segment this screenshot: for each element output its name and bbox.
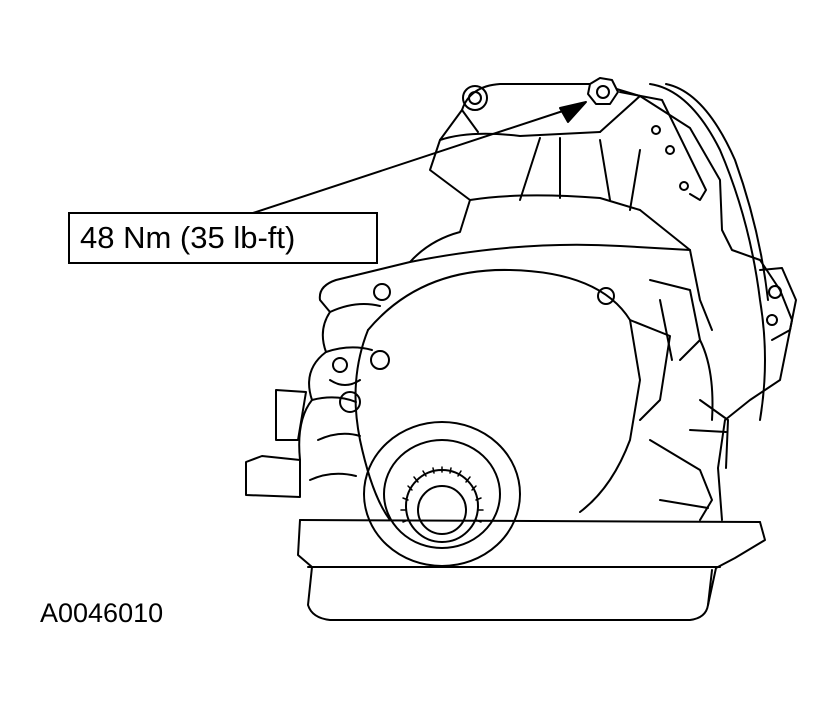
oil-pan bbox=[297, 519, 766, 621]
right-bracket bbox=[619, 83, 797, 421]
converter-hub bbox=[363, 421, 521, 567]
transmission-case bbox=[298, 83, 793, 521]
torque-callout-box: 48 Nm (35 lb-ft) bbox=[68, 212, 378, 264]
figure-id-label: A0046010 bbox=[40, 598, 164, 628]
mounting-bosses bbox=[332, 85, 615, 413]
bolt-icon bbox=[587, 77, 619, 105]
housing-foot-left bbox=[245, 389, 307, 498]
torque-converter-housing bbox=[354, 268, 671, 521]
callout-leader bbox=[249, 101, 587, 215]
torque-label: 48 Nm (35 lb-ft) bbox=[80, 220, 296, 255]
hub-splines bbox=[400, 466, 484, 523]
